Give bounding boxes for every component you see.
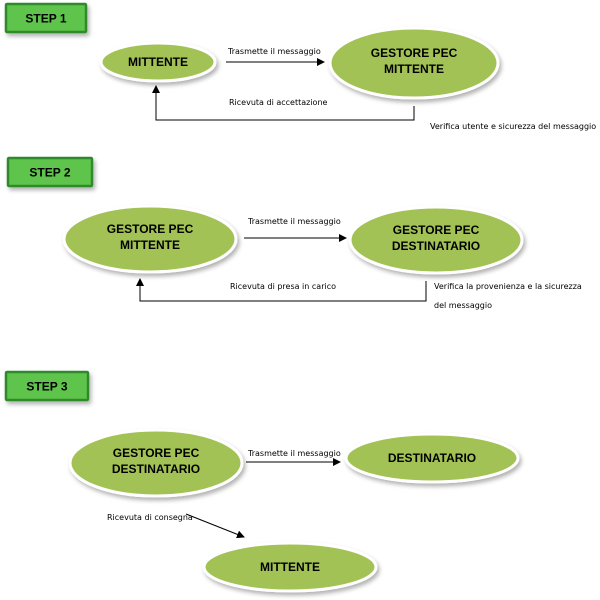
step-2-verify-label-line2: del messaggio [434, 301, 492, 310]
node-gestore-pec-destinatario-3-line2: DESTINATARIO [112, 462, 200, 476]
step-2-verify-label-line1: Verifica la provenienza e la sicurezza [434, 282, 582, 291]
node-mittente-3-label: MITTENTE [260, 560, 320, 574]
node-mittente-3: MITTENTE [202, 541, 378, 593]
node-destinatario-label: DESTINATARIO [388, 451, 476, 465]
step-2-label: STEP 2 [29, 166, 70, 180]
step-1-receipt-arrow [152, 85, 415, 121]
node-gestore-pec-destinatario-2: GESTORE PEC DESTINATARIO [348, 205, 524, 275]
step-2-receipt-arrow [136, 278, 427, 302]
node-gestore-pec-destinatario-3: GESTORE PEC DESTINATARIO [68, 428, 244, 498]
node-mittente: MITTENTE [99, 41, 217, 83]
step-1-verify-label: Verifica utente e sicurezza del messaggi… [430, 122, 596, 131]
step-1-receipt-label: Ricevuta di accettazione [229, 98, 328, 107]
step-3-receipt-label: Ricevuta di consegna [107, 513, 193, 522]
step-3-send-label: Trasmette il messaggio [247, 449, 341, 458]
step-3-section: STEP 3 GESTORE PEC DESTINATARIO DESTINAT… [4, 370, 520, 593]
node-gestore-pec-mittente-line2: MITTENTE [384, 62, 444, 76]
node-gestore-pec-mittente-2: GESTORE PEC MITTENTE [62, 204, 238, 274]
step-2-receipt-label: Ricevuta di presa in carico [230, 282, 336, 291]
node-gestore-pec-destinatario-3-line1: GESTORE PEC [113, 446, 200, 460]
step-3-badge: STEP 3 [4, 370, 90, 402]
step-1-label: STEP 1 [25, 12, 66, 26]
node-destinatario: DESTINATARIO [344, 432, 520, 484]
node-gestore-pec-mittente-2-line1: GESTORE PEC [107, 222, 194, 236]
node-gestore-pec-destinatario-2-line1: GESTORE PEC [393, 223, 480, 237]
node-gestore-pec-mittente: GESTORE PEC MITTENTE [328, 26, 500, 100]
step-1-send-label: Trasmette il messaggio [227, 47, 321, 56]
step-2-badge: STEP 2 [6, 156, 94, 188]
step-3-receipt-arrow [185, 513, 245, 539]
step-1-badge: STEP 1 [4, 2, 88, 34]
step-2-section: STEP 2 GESTORE PEC MITTENTE GESTORE PEC … [6, 156, 582, 310]
node-gestore-pec-mittente-line1: GESTORE PEC [371, 46, 458, 60]
node-gestore-pec-destinatario-2-line2: DESTINATARIO [392, 239, 480, 253]
step-3-label: STEP 3 [26, 380, 67, 394]
node-gestore-pec-mittente-2-line2: MITTENTE [120, 238, 180, 252]
node-mittente-label: MITTENTE [128, 55, 188, 69]
step-1-section: STEP 1 MITTENTE GESTORE PEC MITTENTE Tra… [4, 2, 596, 131]
step-2-send-label: Trasmette il messaggio [247, 217, 341, 226]
